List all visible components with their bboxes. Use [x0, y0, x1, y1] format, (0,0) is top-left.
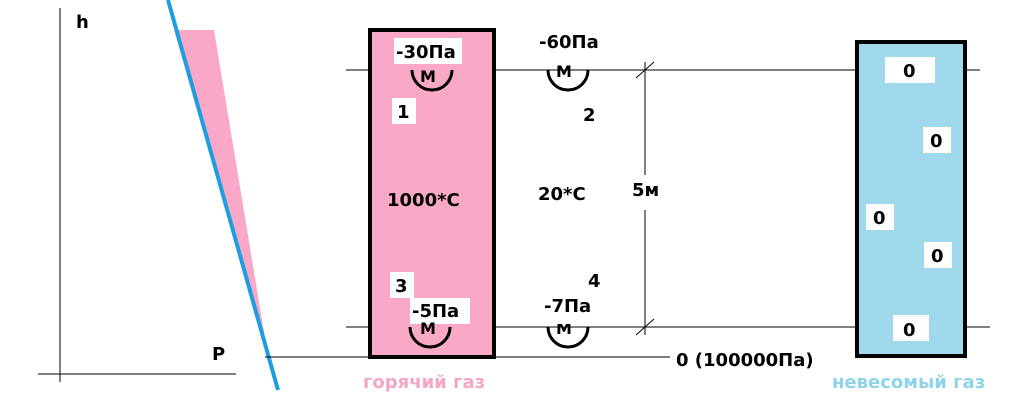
outside-bottom-pressure: -7Па [544, 296, 591, 317]
weightless-value-4: 0 [931, 246, 944, 267]
outside-pressure-line [166, 0, 280, 391]
manometer-hot-bottom: М [408, 319, 452, 349]
weightless-column-body [855, 40, 967, 358]
h-p-plot: h P [38, 0, 280, 391]
baseline-label: 0 (100000Па) [676, 350, 814, 371]
height-dimension: 5м [632, 61, 659, 336]
svg-text:М: М [420, 67, 436, 86]
svg-text:М: М [420, 319, 436, 338]
hot-gas-caption: горячий газ [363, 372, 485, 393]
manometer-outside-top: М [546, 62, 590, 92]
hot-gas-column: -30Па 1 1000*С 3 -5Па [368, 28, 496, 359]
point-4-label: 4 [588, 271, 601, 292]
h-axis-label: h [76, 12, 89, 33]
weightless-value-1: 0 [903, 61, 916, 82]
hot-top-pressure: -30Па [396, 42, 456, 63]
hot-bottom-pressure: -5Па [412, 301, 459, 322]
hot-temperature: 1000*С [387, 190, 460, 211]
point-2-label: 2 [583, 105, 596, 126]
weightless-value-3: 0 [873, 208, 886, 229]
weightless-gas-caption: невесомый газ [832, 372, 985, 393]
svg-text:М: М [556, 62, 572, 81]
point-3-label: 3 [395, 276, 408, 297]
height-label: 5м [632, 180, 659, 201]
weightless-value-5: 0 [903, 320, 916, 341]
point-1-label: 1 [397, 102, 410, 123]
weightless-value-2: 0 [930, 131, 943, 152]
weightless-gas-column: 0 0 0 0 0 [855, 40, 967, 358]
outside-temperature: 20*С [538, 184, 586, 205]
manometer-hot-top: М [410, 67, 454, 92]
p-axis-label: P [212, 344, 225, 365]
outside-top-pressure: -60Па [539, 32, 599, 53]
